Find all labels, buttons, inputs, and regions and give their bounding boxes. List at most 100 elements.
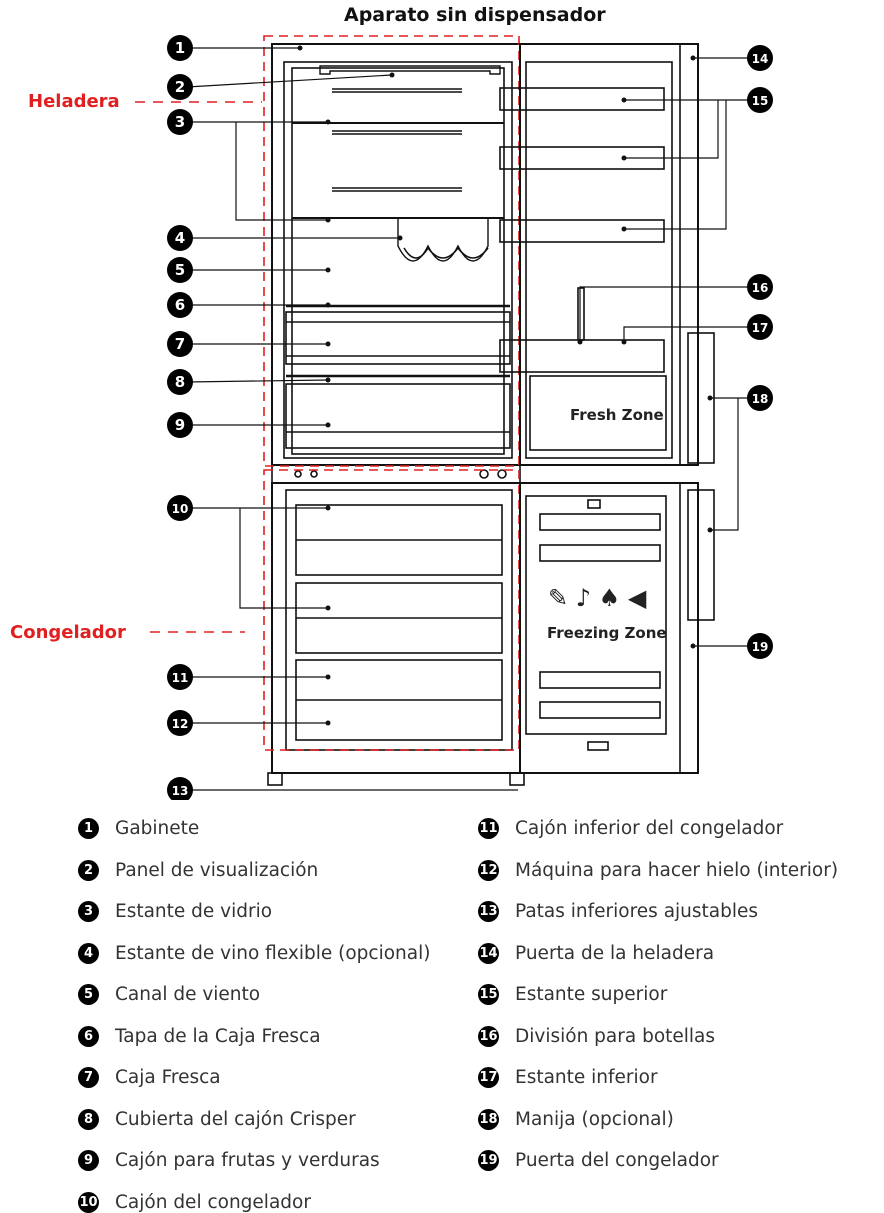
callout-bubble xyxy=(167,495,193,521)
diagram-title: Aparato sin dispensador xyxy=(344,4,606,26)
legend-text: Estante superior xyxy=(515,984,668,1005)
legend-number: 3 xyxy=(78,901,99,922)
legend-number: 1 xyxy=(78,818,99,839)
callout-number: 16 xyxy=(752,281,769,295)
callout-bubble xyxy=(747,274,773,300)
legend-text: Caja Fresca xyxy=(115,1067,221,1088)
callout-number: 1 xyxy=(175,39,185,57)
refrigerator-diagram: Fresh Zone Freezing Zone ✎ ♪ ♠ ◀ xyxy=(135,35,773,800)
legend-item: 14 Puerta de la heladera xyxy=(478,942,715,964)
callout-bubble xyxy=(747,314,773,340)
callout-bubble xyxy=(167,35,193,61)
callout-number: 18 xyxy=(752,392,769,406)
legend-number: 4 xyxy=(78,942,99,964)
legend-text: Estante de vino flexible (opcional) xyxy=(115,942,431,964)
legend-item: 1 Gabinete xyxy=(78,818,199,839)
legend-item: 2 Panel de visualización xyxy=(78,859,319,881)
legend-text: Tapa de la Caja Fresca xyxy=(115,1025,321,1047)
legend-item: 4 Estante de vino flexible (opcional) xyxy=(78,942,431,964)
callout-bubble xyxy=(167,710,193,736)
legend-text: Cajón inferior del congelador xyxy=(515,818,784,839)
callout-number: 17 xyxy=(752,321,769,335)
legend-item: 13 Patas inferiores ajustables xyxy=(478,901,758,922)
callout-number: 8 xyxy=(175,373,185,391)
legend-item: 19 Puerta del congelador xyxy=(478,1150,719,1171)
legend-number: 9 xyxy=(78,1150,99,1171)
callout-number: 7 xyxy=(175,335,185,353)
callout-bubble xyxy=(167,664,193,690)
legend-text: Estante de vidrio xyxy=(115,901,273,922)
callout-number: 2 xyxy=(175,78,185,96)
callout-number: 4 xyxy=(175,229,185,247)
legend-item: 10 Cajón del congelador xyxy=(78,1191,311,1213)
legend-text: Puerta del congelador xyxy=(515,1150,719,1171)
callout-bubble xyxy=(167,74,193,100)
legend-text: Patas inferiores ajustables xyxy=(515,901,759,922)
callout-number: 13 xyxy=(172,784,189,798)
callout-bubble xyxy=(167,331,193,357)
legend-number: 15 xyxy=(478,984,499,1005)
freezing-zone-label: Freezing Zone xyxy=(547,624,667,642)
callout-number: 10 xyxy=(172,502,189,516)
callout-bubble xyxy=(167,777,193,800)
legend-item: 3 Estante de vidrio xyxy=(78,901,272,922)
callout-number: 9 xyxy=(175,416,185,434)
legend-text: Manija (opcional) xyxy=(515,1108,674,1130)
legend-number: 18 xyxy=(478,1108,499,1130)
callout-bubble xyxy=(167,257,193,283)
legend-item: 11 Cajón inferior del congelador xyxy=(478,818,783,839)
callout-number: 12 xyxy=(172,717,189,731)
legend-item: 15 Estante superior xyxy=(478,984,667,1005)
legend-text: División para botellas xyxy=(515,1025,716,1047)
fresh-zone-label: Fresh Zone xyxy=(570,406,664,424)
legend-text: Puerta de la heladera xyxy=(515,942,715,964)
legend-text: Estante inferior xyxy=(515,1067,658,1088)
callout-number: 11 xyxy=(172,671,189,685)
callout-bubble xyxy=(747,633,773,659)
zone-label-fridge: Heladera xyxy=(28,91,120,112)
legend-number: 14 xyxy=(478,942,499,964)
food-icons: ✎ ♪ ♠ ◀ xyxy=(548,584,647,612)
legend-number: 13 xyxy=(478,901,499,922)
legend-number: 5 xyxy=(78,984,99,1005)
callout-number: 5 xyxy=(175,261,185,279)
legend-item: 5 Canal de viento xyxy=(78,984,260,1005)
legend-number: 6 xyxy=(78,1025,99,1047)
legend-number: 2 xyxy=(78,859,99,881)
legend-number: 12 xyxy=(478,859,499,881)
legend-number: 8 xyxy=(78,1108,99,1130)
callout-bubble xyxy=(167,225,193,251)
legend-item: 9 Cajón para frutas y verduras xyxy=(78,1150,380,1171)
legend-number: 11 xyxy=(478,818,499,839)
callout-bubble xyxy=(167,109,193,135)
callout-number: 19 xyxy=(752,640,769,654)
callout-bubble xyxy=(747,385,773,411)
callout-number: 15 xyxy=(752,94,769,108)
legend-text: Canal de viento xyxy=(115,984,261,1005)
legend-text: Gabinete xyxy=(115,818,200,839)
callout-number: 3 xyxy=(175,113,185,131)
callout-number: 6 xyxy=(175,296,185,314)
legend-item: 7 Caja Fresca xyxy=(78,1067,221,1088)
legend-item: 18 Manija (opcional) xyxy=(478,1108,674,1130)
legend-text: Cajón del congelador xyxy=(115,1191,311,1213)
legend-text: Panel de visualización xyxy=(115,859,319,881)
legend-item: 6 Tapa de la Caja Fresca xyxy=(78,1025,321,1047)
legend-number: 7 xyxy=(78,1067,99,1088)
legend-text: Máquina para hacer hielo (interior) xyxy=(515,859,839,881)
legend-number: 17 xyxy=(478,1067,499,1088)
callout-bubble xyxy=(747,87,773,113)
zone-label-freezer: Congelador xyxy=(10,622,126,643)
callout-bubble xyxy=(167,412,193,438)
callout-bubble xyxy=(167,292,193,318)
legend-item: 17 Estante inferior xyxy=(478,1067,658,1088)
callout-number: 14 xyxy=(752,52,769,66)
legend-number: 10 xyxy=(78,1191,99,1213)
legend-item: 8 Cubierta del cajón Crisper xyxy=(78,1108,356,1130)
callout-bubble xyxy=(167,369,193,395)
legend-text: Cubierta del cajón Crisper xyxy=(115,1108,356,1130)
legend-number: 19 xyxy=(478,1150,499,1171)
legend-text: Cajón para frutas y verduras xyxy=(115,1150,380,1171)
legend-item: 12 Máquina para hacer hielo (interior) xyxy=(478,859,839,881)
